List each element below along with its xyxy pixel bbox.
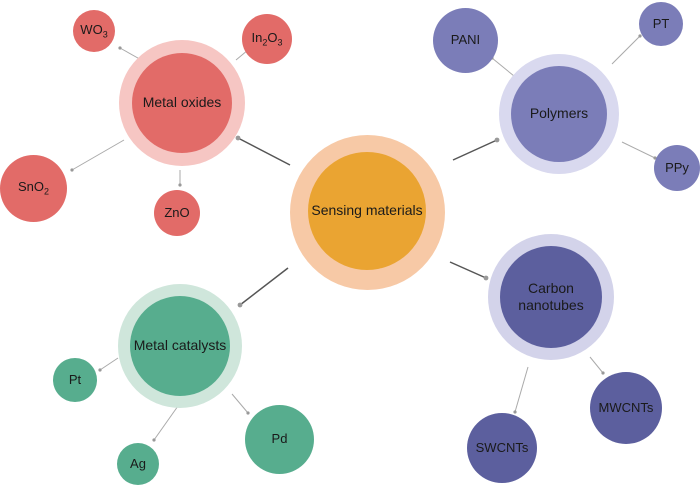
in2o3-node: In2O3 xyxy=(242,14,292,64)
zno-label: ZnO xyxy=(164,204,190,220)
pt-catalyst-label: Pt xyxy=(68,371,82,387)
sno2-node: SnO2 xyxy=(0,155,67,222)
connector-pd xyxy=(231,393,250,415)
pd-node: Pd xyxy=(245,405,314,474)
wo3-node: WO3 xyxy=(73,10,115,52)
connector-sno2 xyxy=(70,139,125,172)
metal-catalysts-node: Metal catalysts xyxy=(130,296,230,396)
swcnts-node: SWCNTs xyxy=(467,413,537,483)
zno-node: ZnO xyxy=(154,190,200,236)
connector-ppy xyxy=(621,141,657,160)
connector-swcnts xyxy=(513,366,529,414)
polymers-label: Polymers xyxy=(529,105,589,122)
connector-mwcnts xyxy=(589,356,605,375)
connector-center-carbon xyxy=(449,261,489,281)
pt-catalyst-node: Pt xyxy=(53,358,97,402)
ag-node: Ag xyxy=(117,443,159,485)
ppy-label: PPy xyxy=(665,159,689,175)
polymers-node: Polymers xyxy=(511,66,607,162)
connector-center-polymers xyxy=(452,137,500,161)
mwcnts-node: MWCNTs xyxy=(590,372,662,444)
sensing-materials-label: Sensing materials xyxy=(311,202,423,219)
wo3-label: WO3 xyxy=(80,21,108,40)
pt-polymer-label: PT xyxy=(652,15,670,31)
ag-label: Ag xyxy=(130,455,146,471)
pani-label: PANI xyxy=(450,32,481,48)
connector-pt xyxy=(611,34,642,65)
swcnts-label: SWCNTs xyxy=(475,439,529,455)
pt-polymer-node: PT xyxy=(639,2,683,46)
metal-catalysts-label: Metal catalysts xyxy=(133,337,227,354)
connector-center-metal-oxides xyxy=(235,135,291,166)
connector-center-metal-catalysts xyxy=(237,267,289,308)
pani-node: PANI xyxy=(433,8,498,73)
pd-label: Pd xyxy=(271,431,288,447)
mwcnts-label: MWCNTs xyxy=(598,399,654,415)
ppy-node: PPy xyxy=(654,145,700,191)
connector-ag xyxy=(152,405,179,442)
connector-pani xyxy=(490,56,515,77)
in2o3-label: In2O3 xyxy=(251,29,283,48)
sno2-label: SnO2 xyxy=(17,179,50,197)
metal-oxides-label: Metal oxides xyxy=(142,94,222,111)
connector-pt-catalyst xyxy=(98,357,119,372)
sensing-materials-node: Sensing materials xyxy=(308,152,426,270)
metal-oxides-node: Metal oxides xyxy=(132,53,232,153)
